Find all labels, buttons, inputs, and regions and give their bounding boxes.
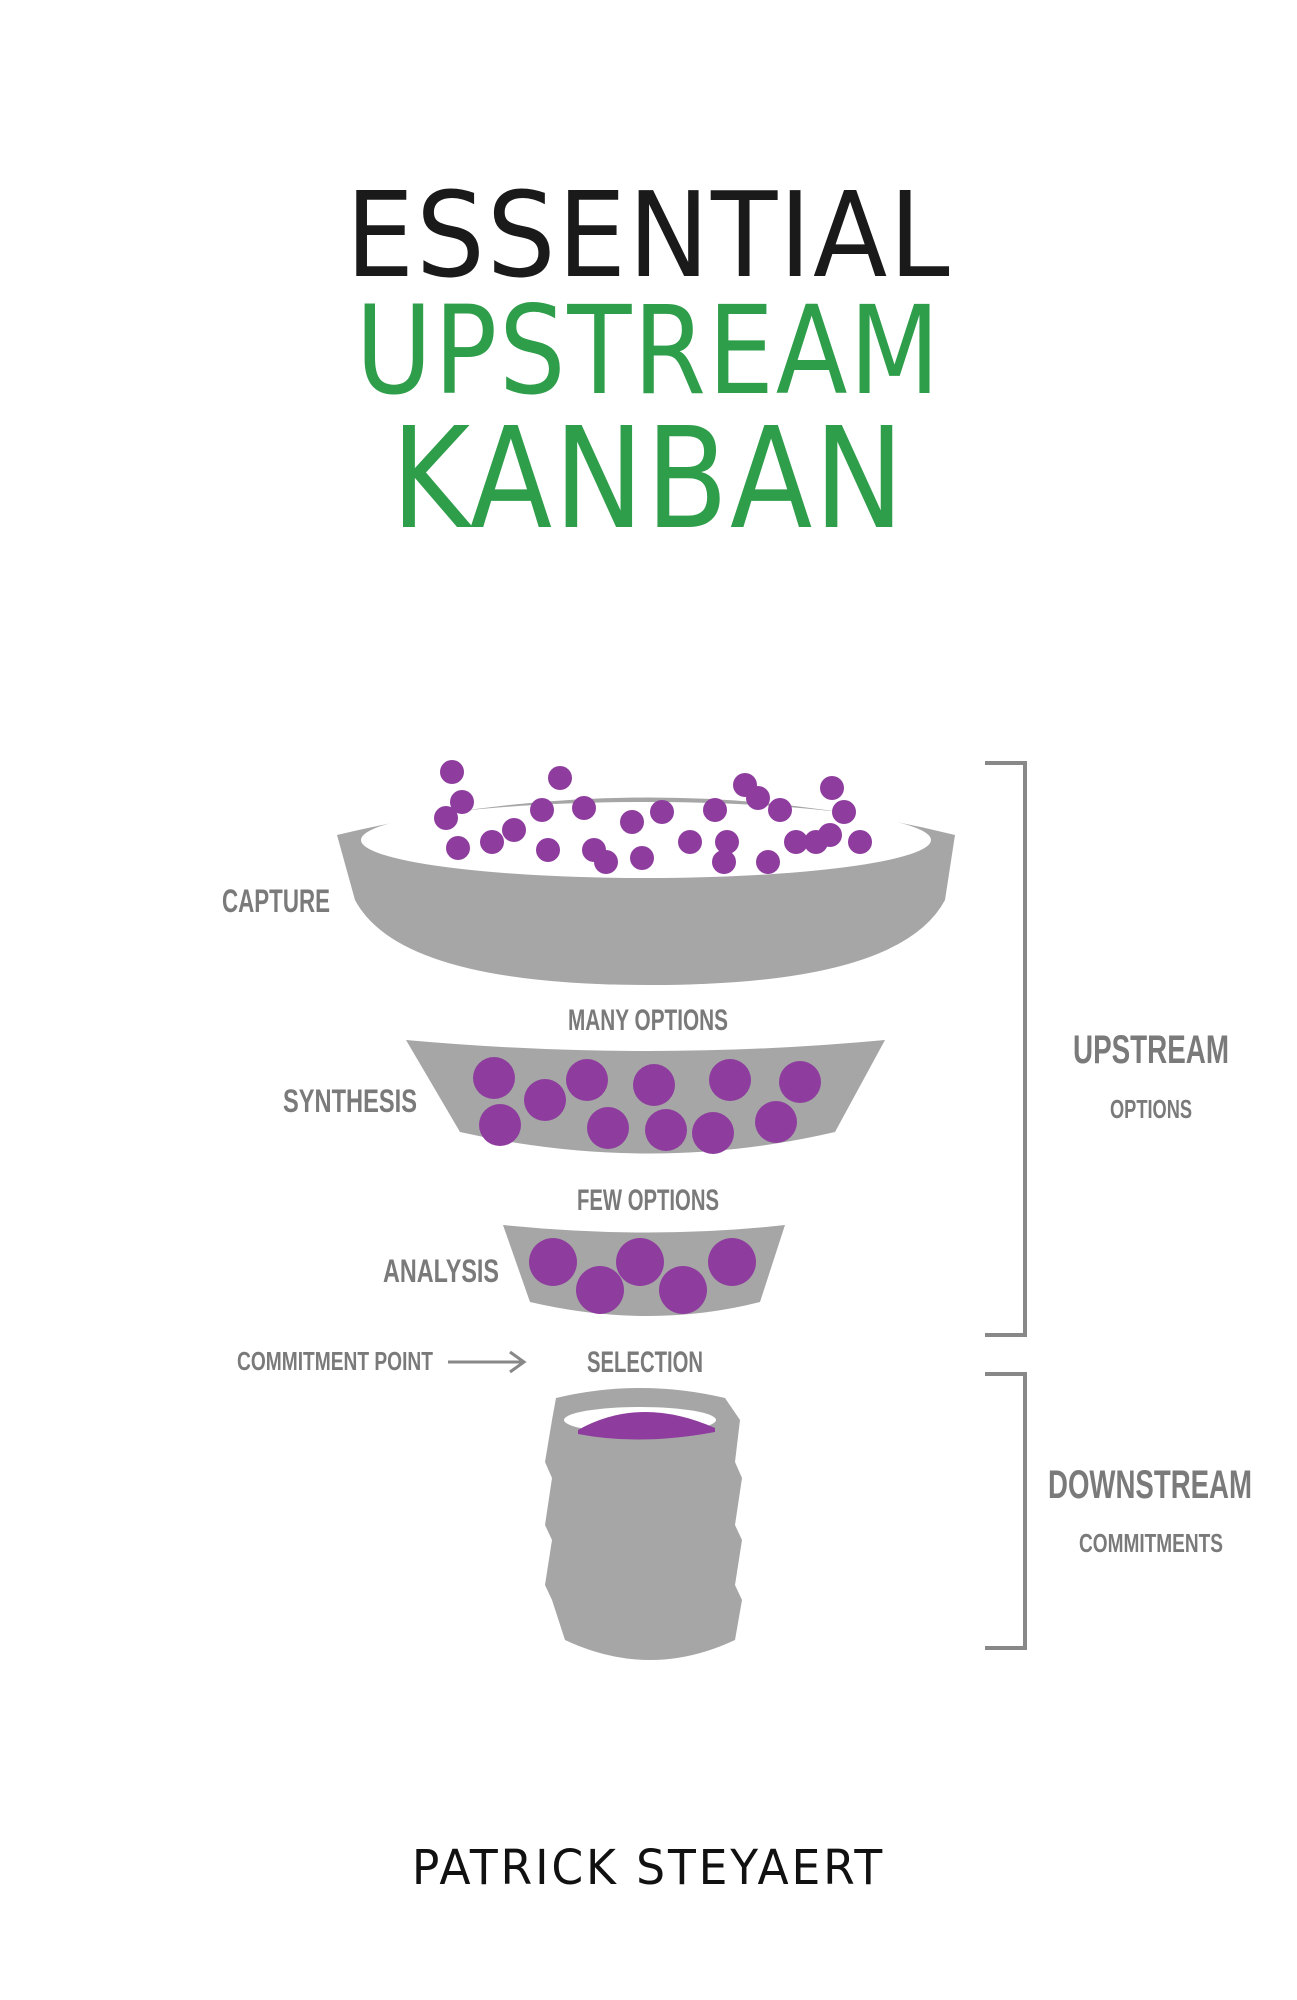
upstream-bracket: [985, 761, 1027, 1337]
downstream-bracket: [985, 1372, 1027, 1650]
option-ball-large: [587, 1107, 629, 1149]
commitment-arrow-icon: [448, 1350, 527, 1374]
capture-bowl: [337, 797, 955, 985]
option-ball: [768, 798, 792, 822]
option-ball: [572, 796, 596, 820]
upstream-label: UPSTREAM: [1073, 1028, 1229, 1072]
analysis-label: ANALYSIS: [383, 1253, 499, 1289]
option-ball: [832, 800, 856, 824]
option-ball-analysis: [529, 1238, 577, 1286]
option-ball: [848, 830, 872, 854]
capture-label: CAPTURE: [222, 883, 330, 919]
commitments-label: COMMITMENTS: [1079, 1528, 1223, 1558]
option-ball: [594, 850, 618, 874]
option-ball-large: [479, 1104, 521, 1146]
option-ball: [650, 800, 674, 824]
option-ball: [784, 830, 808, 854]
option-ball-analysis: [616, 1238, 664, 1286]
options-label: OPTIONS: [1110, 1094, 1192, 1124]
option-ball-large: [709, 1059, 751, 1101]
option-ball: [820, 776, 844, 800]
option-ball: [530, 798, 554, 822]
book-title-line-1: ESSENTIAL: [345, 166, 952, 304]
option-ball-large: [645, 1109, 687, 1151]
option-ball: [434, 806, 458, 830]
option-ball: [678, 830, 702, 854]
option-ball: [536, 838, 560, 862]
few-options-label: FEW OPTIONS: [577, 1184, 719, 1217]
option-ball-analysis: [659, 1266, 707, 1314]
many-options-label: MANY OPTIONS: [568, 1004, 728, 1037]
option-ball: [446, 836, 470, 860]
option-ball: [715, 830, 739, 854]
option-ball: [630, 846, 654, 870]
option-ball: [712, 850, 736, 874]
option-ball-large: [692, 1112, 734, 1154]
downstream-label: DOWNSTREAM: [1048, 1463, 1252, 1507]
option-ball: [818, 823, 842, 847]
option-ball: [703, 798, 727, 822]
option-ball-large: [473, 1057, 515, 1099]
selection-label: SELECTION: [587, 1346, 703, 1379]
option-ball: [480, 830, 504, 854]
option-ball-large: [566, 1059, 608, 1101]
options-balls: [434, 760, 872, 1314]
option-ball-analysis: [708, 1238, 756, 1286]
option-ball-analysis: [576, 1266, 624, 1314]
option-ball-large: [524, 1079, 566, 1121]
option-ball-large: [779, 1061, 821, 1103]
book-title-line-3: KANBAN: [391, 398, 906, 561]
option-ball: [620, 810, 644, 834]
option-ball: [450, 790, 474, 814]
commitment-point-label: COMMITMENT POINT: [237, 1346, 433, 1376]
option-ball-large: [633, 1064, 675, 1106]
option-ball: [756, 850, 780, 874]
author-name: PATRICK STEYAERT: [411, 1840, 886, 1896]
option-ball-large: [755, 1101, 797, 1143]
option-ball: [548, 766, 572, 790]
option-ball: [502, 818, 526, 842]
option-ball: [746, 786, 770, 810]
synthesis-label: SYNTHESIS: [283, 1083, 417, 1119]
book-title-line-2: UPSTREAM: [355, 280, 942, 422]
option-ball: [440, 760, 464, 784]
downstream-cup: [545, 1388, 742, 1660]
